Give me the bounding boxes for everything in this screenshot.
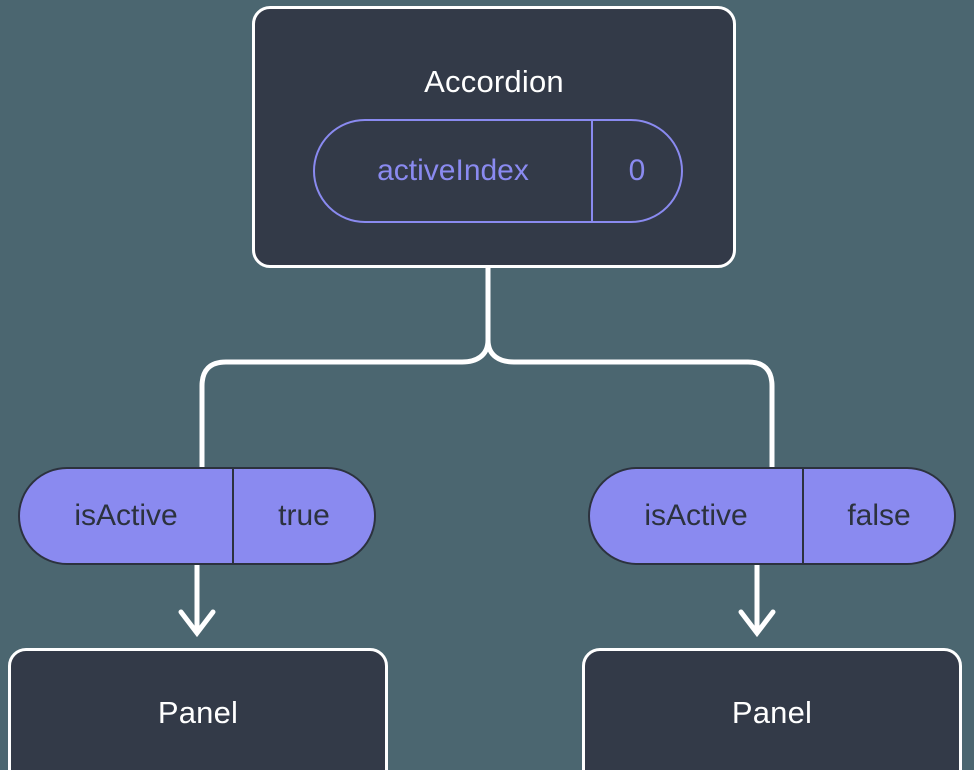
node-panel-left[interactable]: Panel <box>8 648 388 770</box>
edge-root-to-right-pill <box>485 339 775 467</box>
node-accordion-label: Accordion <box>424 64 564 99</box>
node-panel-left-label: Panel <box>157 695 239 730</box>
prop-pill-left-key: isActive <box>20 469 234 563</box>
state-pill-value: 0 <box>628 154 646 187</box>
prop-pill-left-value: true <box>278 499 330 532</box>
prop-pill-right-key: isActive <box>590 469 804 563</box>
arrowhead-left-icon <box>178 609 216 638</box>
prop-pill-isactive-false[interactable]: isActive false <box>588 467 956 565</box>
node-panel-right[interactable]: Panel <box>582 648 962 770</box>
node-panel-right-label: Panel <box>731 695 813 730</box>
prop-pill-isactive-true[interactable]: isActive true <box>18 467 376 565</box>
edge-root-to-left-pill <box>199 339 491 467</box>
state-pill-key: activeIndex <box>315 121 593 221</box>
state-pill-activeindex[interactable]: activeIndex 0 <box>313 119 683 223</box>
arrowhead-right-icon <box>738 609 776 638</box>
prop-pill-right-value: false <box>847 499 911 532</box>
node-accordion[interactable]: Accordion activeIndex 0 <box>252 6 736 268</box>
